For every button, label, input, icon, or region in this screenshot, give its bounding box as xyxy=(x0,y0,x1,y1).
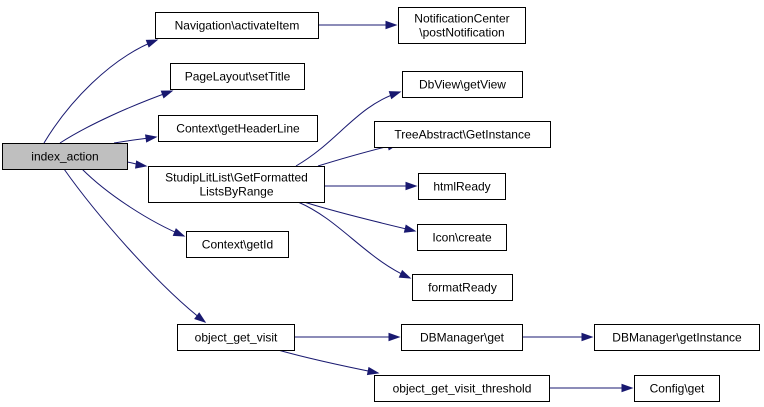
edge-line xyxy=(81,168,185,237)
node-box xyxy=(2,143,128,170)
arrowhead-icon xyxy=(581,332,594,342)
node-label: htmlReady xyxy=(433,180,490,194)
node-box xyxy=(374,375,550,402)
edge-index_action-to-ctx_getid xyxy=(81,168,186,237)
edge-dbm_get-to-dbm_getinstance xyxy=(521,332,594,342)
node-label: DBManager\get xyxy=(420,331,505,345)
node-label: object_get_visit xyxy=(195,331,278,345)
edge-index_action-to-nav_activate xyxy=(43,39,159,144)
node-page-settitle[interactable]: PageLayout\setTitle xyxy=(170,63,305,90)
edge-studip_formatted-to-formatready xyxy=(297,201,412,279)
arrowhead-icon xyxy=(405,181,418,191)
arrowhead-icon xyxy=(194,312,207,323)
arrowhead-icon xyxy=(172,228,186,237)
edge-index_action-to-obj_get_visit xyxy=(63,168,207,323)
edge-obj_get_visit-to-dbm_get xyxy=(293,332,401,342)
arrowhead-icon xyxy=(145,39,159,48)
edge-line xyxy=(277,349,379,374)
nodes-layer: index_action Navigation\activateItem Notif… xyxy=(2,7,760,402)
arrowhead-icon xyxy=(398,269,412,279)
node-dbm-get[interactable]: DBManager\get xyxy=(401,324,523,351)
node-ctx-headerline[interactable]: Context\getHeaderLine xyxy=(158,115,318,142)
arrowhead-icon xyxy=(385,20,398,30)
node-box xyxy=(417,224,507,251)
node-box xyxy=(594,324,760,351)
edge-obj_get_visit-to-obj_get_visit_threshold xyxy=(277,349,380,376)
node-label: formatReady xyxy=(428,281,497,295)
arrowhead-icon xyxy=(160,90,174,99)
node-box xyxy=(155,12,319,39)
node-box xyxy=(401,324,523,351)
edge-obj_get_visit_threshold-to-config_get xyxy=(548,383,634,393)
node-box xyxy=(170,63,305,90)
arrowhead-icon xyxy=(145,134,158,143)
node-label: StudipLitList\GetFormatted xyxy=(165,171,308,185)
node-label: object_get_visit_threshold xyxy=(393,382,532,396)
edges-layer xyxy=(43,20,634,393)
node-ctx-getid[interactable]: Context\getId xyxy=(186,231,289,258)
node-label: Config\get xyxy=(650,382,705,396)
arrowhead-icon xyxy=(135,160,148,169)
node-label: index_action xyxy=(31,150,98,164)
edge-nav_activate-to-notif_post xyxy=(318,20,398,30)
node-label: Navigation\activateItem xyxy=(175,19,300,33)
edge-index_action-to-ctx_headerline xyxy=(113,134,158,144)
node-notif-post[interactable]: NotificationCenter\postNotification xyxy=(398,7,526,44)
node-label: ListsByRange xyxy=(199,185,273,199)
node-dbm-getinstance[interactable]: DBManager\getInstance xyxy=(594,324,760,351)
node-box xyxy=(412,274,513,301)
edge-line xyxy=(59,90,173,144)
arrowhead-icon xyxy=(403,224,417,233)
node-label: Icon\create xyxy=(432,231,492,245)
node-box xyxy=(186,231,289,258)
node-icon-create[interactable]: Icon\create xyxy=(417,224,507,251)
node-box xyxy=(148,166,325,203)
node-label: NotificationCenter xyxy=(414,12,509,26)
edge-index_action-to-studip_formatted xyxy=(126,160,148,169)
node-label: TreeAbstract\GetInstance xyxy=(394,128,531,142)
edge-studip_formatted-to-icon_create xyxy=(303,201,417,233)
edge-studip_formatted-to-dbview_getview xyxy=(295,91,402,167)
node-dbview-getview[interactable]: DbView\getView xyxy=(402,71,523,98)
node-box xyxy=(402,71,523,98)
node-label: DbView\getView xyxy=(419,78,506,92)
node-label: Context\getHeaderLine xyxy=(176,122,300,136)
node-label: Context\getId xyxy=(202,238,273,252)
edge-index_action-to-page_settitle xyxy=(59,90,174,144)
arrowhead-icon xyxy=(621,383,634,393)
node-label: PageLayout\setTitle xyxy=(185,70,291,84)
node-obj-get-visit-threshold[interactable]: object_get_visit_threshold xyxy=(374,375,550,402)
edge-line xyxy=(303,201,416,232)
node-label: \postNotification xyxy=(419,26,504,40)
node-box xyxy=(418,173,506,200)
node-box xyxy=(398,7,526,44)
edge-line xyxy=(63,168,206,323)
node-obj-get-visit[interactable]: object_get_visit xyxy=(177,324,295,351)
node-config-get[interactable]: Config\get xyxy=(634,375,720,402)
node-box xyxy=(634,375,720,402)
arrowhead-icon xyxy=(388,91,402,100)
edge-line xyxy=(295,91,401,167)
node-nav-activate[interactable]: Navigation\activateItem xyxy=(155,12,319,39)
node-htmlready[interactable]: htmlReady xyxy=(418,173,506,200)
node-box xyxy=(158,115,318,142)
edge-studip_formatted-to-htmlready xyxy=(324,181,418,191)
edge-line xyxy=(297,201,411,279)
node-index-action[interactable]: index_action xyxy=(2,143,128,170)
node-box xyxy=(177,324,295,351)
arrowhead-icon xyxy=(388,332,401,342)
node-box xyxy=(374,121,551,148)
node-tree-getinstance[interactable]: TreeAbstract\GetInstance xyxy=(374,121,551,148)
arrowhead-icon xyxy=(366,366,380,376)
node-formatready[interactable]: formatReady xyxy=(412,274,513,301)
edge-line xyxy=(43,39,158,144)
node-label: DBManager\getInstance xyxy=(612,331,742,345)
